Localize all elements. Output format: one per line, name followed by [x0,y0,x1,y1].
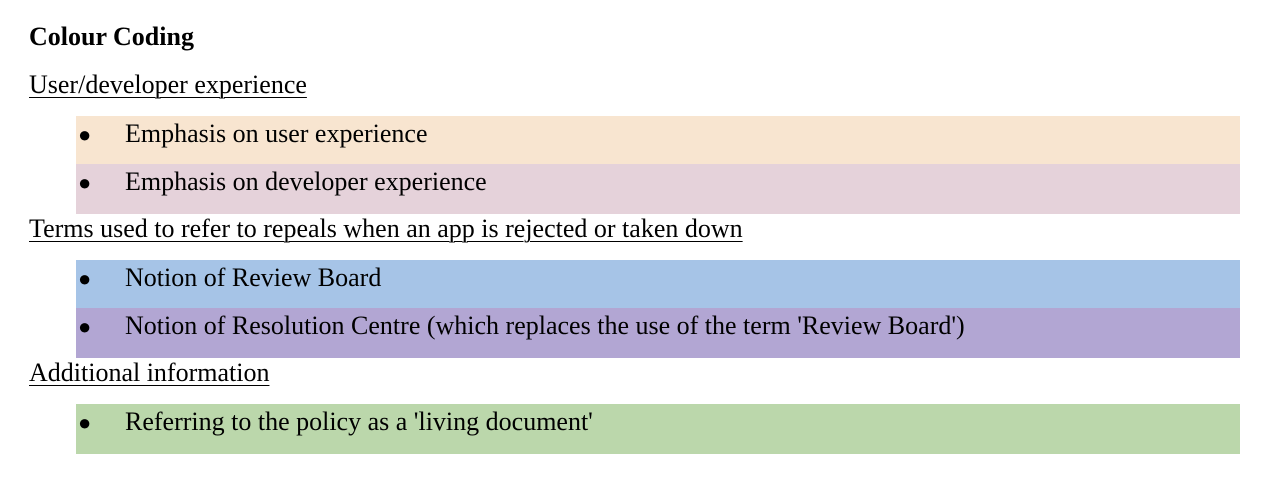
bullet-icon: ● [78,410,92,435]
legend-item-label: Emphasis on developer experience [125,167,487,196]
legend-item-label: Emphasis on user experience [125,119,428,148]
document-title: Colour Coding [29,22,194,51]
legend-item-user-experience: ● Emphasis on user experience [76,116,1240,164]
legend-item-living-document: ● Referring to the policy as a 'living d… [76,404,1240,454]
section-heading-repeal-terms: Terms used to refer to repeals when an a… [29,214,743,243]
legend-item-label: Notion of Resolution Centre (which repla… [125,311,965,340]
legend-item-developer-experience: ● Emphasis on developer experience [76,164,1240,214]
legend-item-review-board: ● Notion of Review Board [76,260,1240,308]
legend-item-label: Referring to the policy as a 'living doc… [125,407,593,436]
legend-item-resolution-centre: ● Notion of Resolution Centre (which rep… [76,308,1240,358]
bullet-icon: ● [78,314,92,339]
section-heading-user-developer-experience: User/developer experience [29,70,307,99]
section-heading-additional-information: Additional information [29,358,270,387]
legend-item-label: Notion of Review Board [125,263,382,292]
bullet-icon: ● [78,266,92,291]
bullet-icon: ● [78,170,92,195]
bullet-icon: ● [78,122,92,147]
